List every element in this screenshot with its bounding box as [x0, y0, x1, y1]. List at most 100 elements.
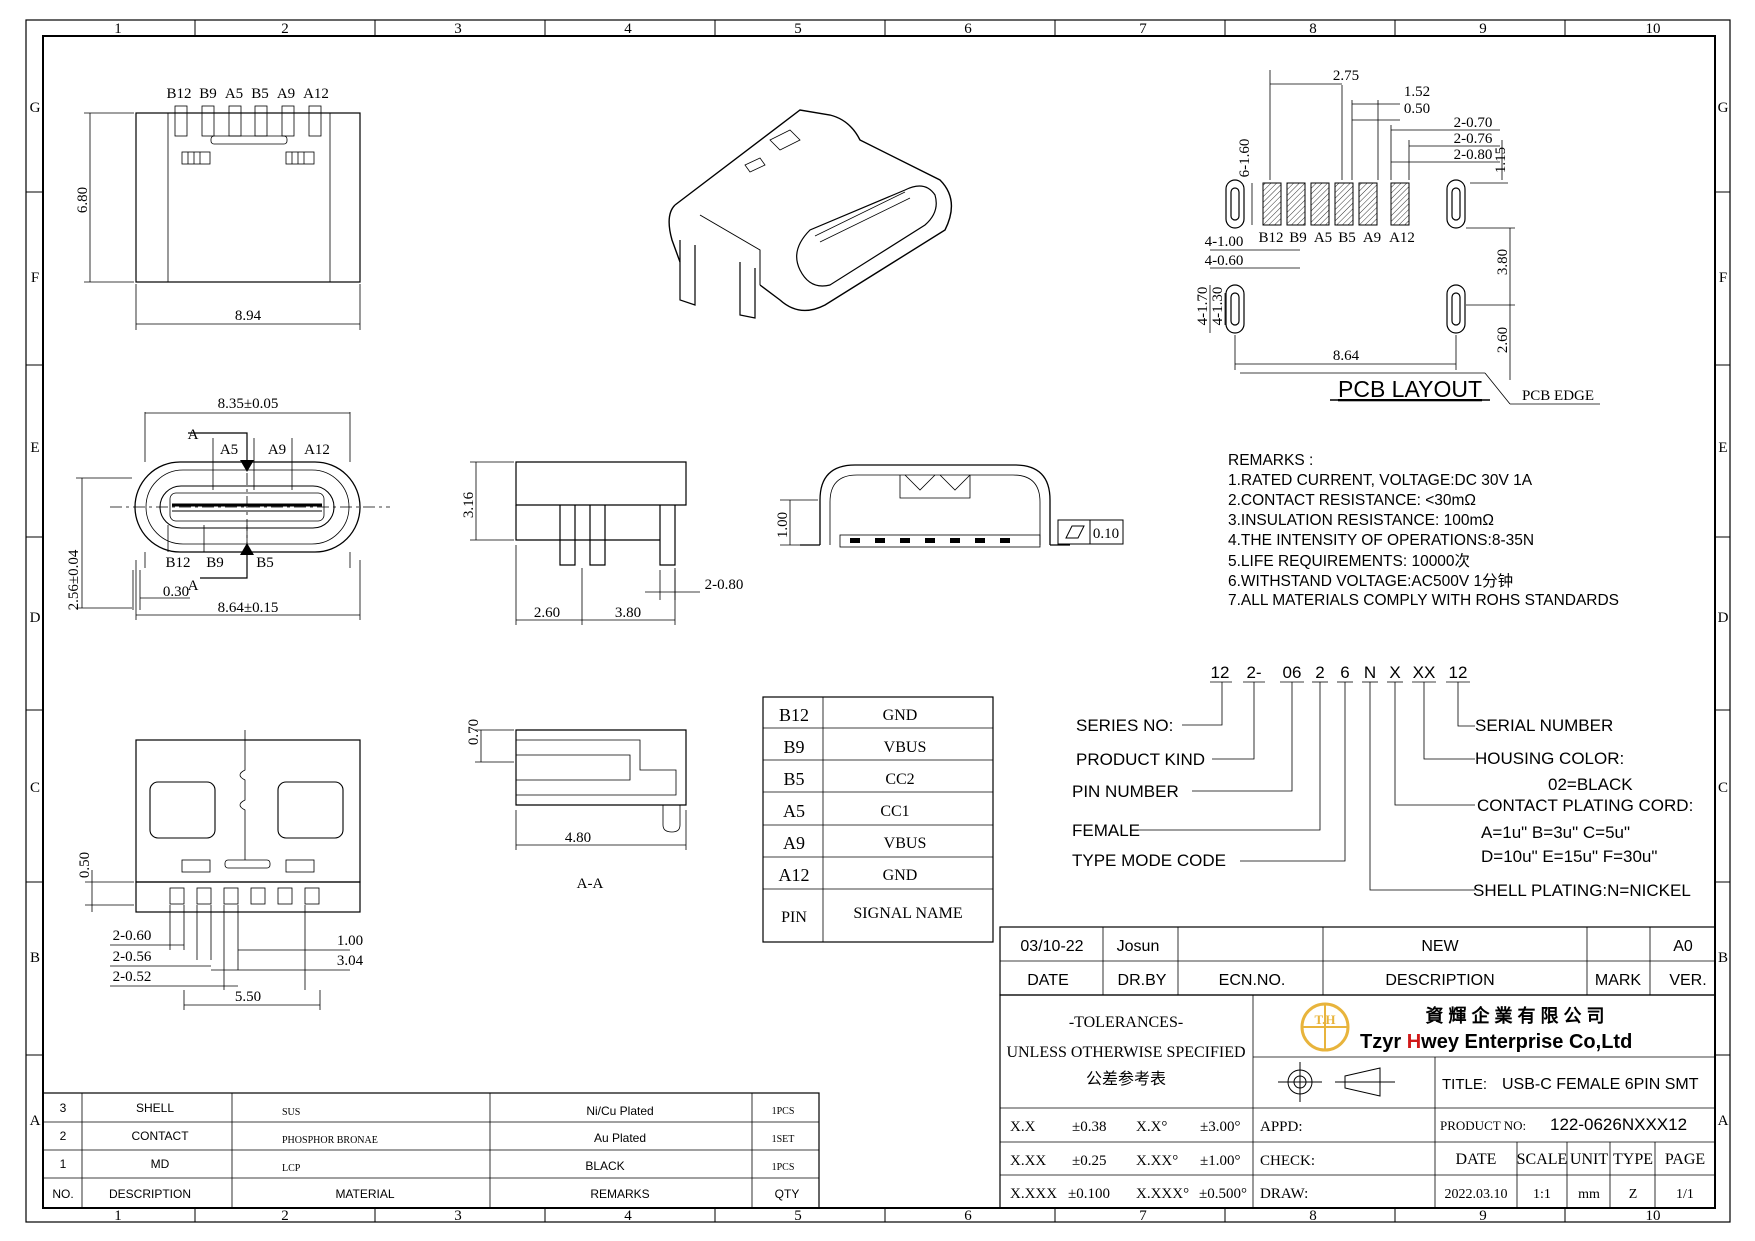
- col-6-top: 6: [964, 21, 972, 37]
- pcb-pin-b12: B12: [1258, 230, 1283, 246]
- remarks: REMARKS : 1.RATED CURRENT, VOLTAGE:DC 30…: [1228, 452, 1619, 609]
- tol-a-3: X.XXX: [1010, 1186, 1057, 1202]
- col-2-bottom: 2: [281, 1208, 289, 1224]
- pcb-pin-a5: A5: [1314, 230, 1332, 246]
- code-seg-7: X: [1389, 663, 1400, 682]
- pcb-dim-2-0-70: 2-0.70: [1454, 115, 1493, 131]
- col-1-top: 1: [114, 21, 122, 37]
- tb-h-type: TYPE: [1613, 1151, 1653, 1168]
- code-seg-8: XX: [1413, 663, 1436, 682]
- appd-label: APPD:: [1260, 1119, 1303, 1135]
- col-3-bottom: 3: [454, 1208, 462, 1224]
- row-a-left: A: [30, 1113, 41, 1129]
- row-e-left: E: [30, 440, 39, 456]
- title-value: USB-C FEMALE 6PIN SMT: [1502, 1076, 1699, 1093]
- code-label-plating-2: D=10u" E=15u" F=30u": [1481, 847, 1657, 866]
- row-f-right: F: [1719, 270, 1727, 286]
- tb-page: 1/1: [1676, 1187, 1694, 1202]
- row-g-right: G: [1718, 100, 1729, 116]
- top-pin-b5: B5: [251, 86, 269, 102]
- rev-drawn-by: Josun: [1117, 938, 1160, 955]
- tb-h-page: PAGE: [1665, 1151, 1705, 1168]
- top-pin-a9: A9: [277, 86, 295, 102]
- col-4-bottom: 4: [624, 1208, 632, 1224]
- tol-b-2: ±0.25: [1072, 1153, 1106, 1169]
- title-label: TITLE:: [1442, 1076, 1487, 1093]
- pin-table: B12 B9 B5 A5 A9 A12 PIN GND VBUS CC2 CC1…: [762, 696, 994, 943]
- pin-table-pin-6: A12: [779, 865, 810, 885]
- remark-4: 4.THE INTENSITY OF OPERATIONS:8-35N: [1228, 532, 1534, 549]
- code-label-black: 02=BLACK: [1548, 775, 1633, 794]
- row-c-right: C: [1718, 780, 1728, 796]
- section-view: 0.70 4.80 A-A: [466, 719, 687, 892]
- bom-desc-2: CONTACT: [131, 1129, 189, 1143]
- check-label: CHECK:: [1260, 1153, 1315, 1169]
- sheet-frame: 1 2 3 4 5 6 7 8 9 10 1 2 3 4 5 6 7 8 9 1…: [25, 19, 1731, 1224]
- pin-table-signal-3: CC2: [885, 771, 914, 788]
- pcb-dim-0-50: 0.50: [1404, 101, 1430, 117]
- tb-scale: 1:1: [1533, 1187, 1551, 1202]
- tolerance-sub: UNLESS OTHERWISE SPECIFIED: [1006, 1044, 1245, 1061]
- front-dim-bottom: 8.64±0.15: [218, 600, 279, 616]
- row-f-left: F: [31, 270, 39, 286]
- code-label-serial: SERIAL NUMBER: [1475, 716, 1613, 735]
- draw-label: DRAW:: [1260, 1186, 1308, 1202]
- tol-c-1: X.X°: [1136, 1119, 1167, 1135]
- tolerance-cn: 公差参考表: [1086, 1070, 1166, 1088]
- front-pin-b12: B12: [165, 555, 190, 571]
- bottom-dim-d: 1.00: [337, 933, 363, 949]
- row-d-right: D: [1718, 610, 1729, 626]
- code-seg-4: 2: [1315, 663, 1324, 682]
- pcb-dim-1-52: 1.52: [1404, 84, 1430, 100]
- col-3-top: 3: [454, 21, 462, 37]
- bottom-dim-e: 3.04: [337, 953, 364, 969]
- side-dim-height: 3.16: [461, 491, 477, 518]
- pcb-dim-pad-height: 6-1.60: [1237, 139, 1253, 178]
- row-b-left: B: [30, 950, 40, 966]
- pcb-pin-a9: A9: [1363, 230, 1381, 246]
- code-seg-3: 06: [1283, 663, 1302, 682]
- company-logo: T.H: [1300, 1002, 1350, 1052]
- pin-table-header-pin: PIN: [781, 909, 807, 926]
- tol-c-2: X.XX°: [1136, 1153, 1178, 1169]
- bottom-dim-a: 2-0.60: [113, 928, 152, 944]
- pin-table-signal-5: VBUS: [884, 835, 927, 852]
- isometric-view: [668, 109, 953, 319]
- pin-table-signal-1: GND: [883, 707, 918, 724]
- bom-remarks-1: BLACK: [585, 1159, 624, 1173]
- tb-h-scale: SCALE: [1517, 1151, 1568, 1168]
- bom-desc-3: SHELL: [136, 1101, 174, 1115]
- rev-h-ecn: ECN.NO.: [1219, 972, 1286, 989]
- bom-no-2: 2: [60, 1129, 67, 1143]
- product-value: 122-0626NXXX12: [1550, 1115, 1687, 1134]
- col-10-top: 10: [1646, 21, 1661, 37]
- tol-d-3: ±0.500°: [1199, 1186, 1247, 1202]
- top-pin-b9: B9: [199, 86, 217, 102]
- rear-view: 1.00 0.10: [775, 464, 1124, 548]
- bom-material-1: LCP: [282, 1163, 301, 1174]
- bottom-dim-b: 2-0.56: [113, 949, 152, 965]
- pcb-dim-4-1-00: 4-1.00: [1205, 234, 1244, 250]
- pcb-layout: 2.75 1.52 0.50 2-0.70 2-0.76 2-0.80 4-1.…: [1195, 68, 1600, 405]
- pin-table-pin-4: A5: [783, 801, 805, 821]
- bottom-dim-f: 5.50: [235, 989, 261, 1005]
- bom-no-1: 1: [60, 1157, 67, 1171]
- bom-desc-1: MD: [151, 1157, 170, 1171]
- code-label-plating-1: A=1u" B=3u" C=5u": [1481, 823, 1630, 842]
- product-label: PRODUCT NO:: [1440, 1118, 1526, 1133]
- bom-header-no: NO.: [52, 1187, 73, 1201]
- row-g-left: G: [30, 100, 41, 116]
- side-dim-left: 2.60: [534, 605, 560, 621]
- front-dim-offset: 0.30: [163, 584, 189, 600]
- company-en: Tzyr Hwey Enterprise Co,Ltd: [1360, 1031, 1632, 1053]
- tol-b-3: ±0.100: [1068, 1186, 1110, 1202]
- tb-h-unit: UNIT: [1570, 1151, 1608, 1168]
- col-9-top: 9: [1479, 21, 1487, 37]
- code-label-series: SERIES NO:: [1076, 716, 1173, 735]
- pcb-dim-2-0-76: 2-0.76: [1454, 131, 1493, 147]
- pcb-dim-2-60: 2.60: [1495, 327, 1511, 353]
- side-dim-mid: 3.80: [615, 605, 641, 621]
- bom-header-remarks: REMARKS: [590, 1187, 649, 1201]
- title-block: -TOLERANCES- UNLESS OTHERWISE SPECIFIED …: [999, 994, 1716, 1209]
